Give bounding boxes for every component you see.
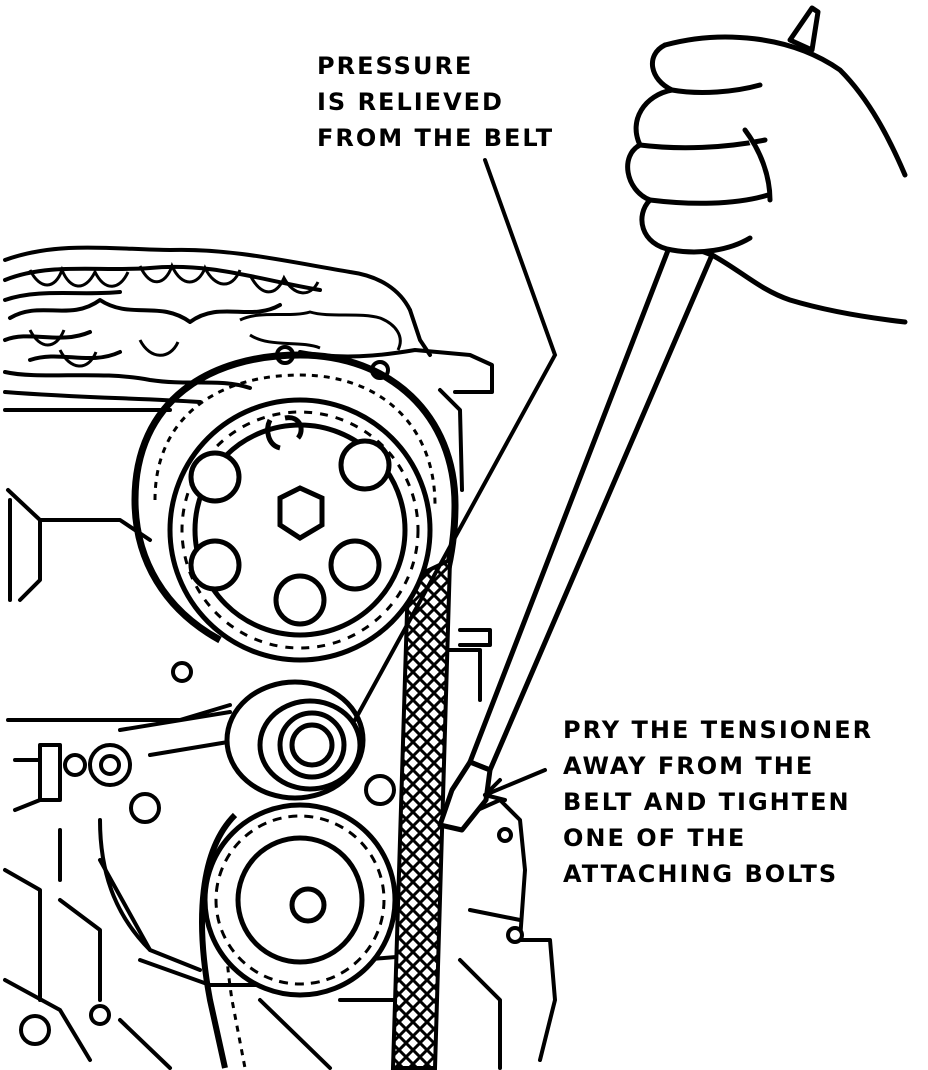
crankshaft-sprocket-icon: [202, 802, 398, 998]
hand-icon: [625, 34, 908, 325]
callout-leader-lines: [353, 158, 558, 802]
callout-line: PRESSURE: [317, 52, 474, 80]
callout-line: ATTACHING BOLTS: [563, 860, 839, 888]
callout-line: FROM THE BELT: [317, 124, 555, 152]
callout-line: PRY THE TENSIONER: [563, 716, 874, 744]
callout-line: IS RELIEVED: [317, 88, 504, 116]
callout-line: AWAY FROM THE: [563, 752, 815, 780]
callout-pressure-relieved: PRESSURE IS RELIEVED FROM THE BELT: [317, 48, 554, 156]
callout-line: ONE OF THE: [563, 824, 747, 852]
tensioner-pulley-icon: [224, 679, 366, 801]
cylinder-head-detail: [28, 261, 402, 368]
camshaft-sprocket-icon: [167, 397, 433, 663]
callout-pry-tensioner: PRY THE TENSIONER AWAY FROM THE BELT AND…: [563, 712, 873, 892]
callout-line: BELT AND TIGHTEN: [563, 788, 851, 816]
